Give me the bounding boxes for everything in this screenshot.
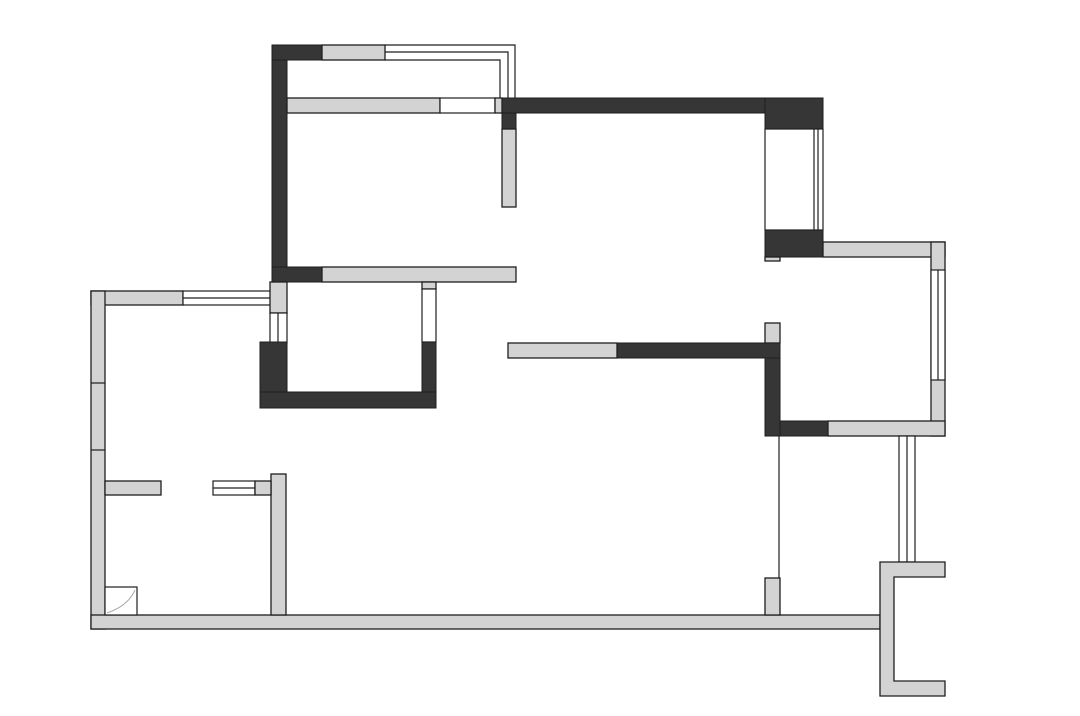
wall — [286, 97, 441, 114]
right-room-walls — [507, 97, 946, 616]
wall — [827, 420, 946, 437]
load-bearing-wall — [616, 342, 781, 359]
wall-stub — [764, 577, 781, 616]
load-bearing-wall — [271, 44, 323, 61]
wall — [269, 281, 288, 314]
wall — [321, 266, 517, 283]
left-room-walls — [90, 290, 881, 630]
wall — [270, 473, 287, 616]
load-bearing-wall — [764, 97, 824, 130]
load-bearing-wall — [501, 112, 517, 130]
wall — [90, 614, 881, 630]
wall — [501, 128, 517, 208]
load-bearing-wall — [259, 391, 437, 409]
wall — [764, 256, 781, 262]
door-opening — [421, 288, 437, 343]
window — [439, 97, 496, 114]
load-bearing-wall — [764, 229, 824, 258]
wall — [90, 290, 106, 630]
wall — [822, 241, 946, 258]
upper-left-room-walls — [271, 44, 824, 283]
shaft — [104, 586, 138, 616]
small-room-walls — [259, 281, 437, 409]
wall — [421, 281, 437, 290]
load-bearing-wall — [271, 266, 323, 283]
balcony — [879, 435, 946, 697]
balcony-wall — [879, 561, 946, 697]
wall-stub — [254, 480, 272, 496]
load-bearing-wall — [271, 44, 288, 283]
wall — [507, 342, 618, 359]
wall-stub — [104, 480, 162, 496]
window — [764, 128, 824, 231]
wall — [494, 97, 503, 114]
wall-stub — [764, 322, 781, 344]
wall — [321, 44, 386, 61]
